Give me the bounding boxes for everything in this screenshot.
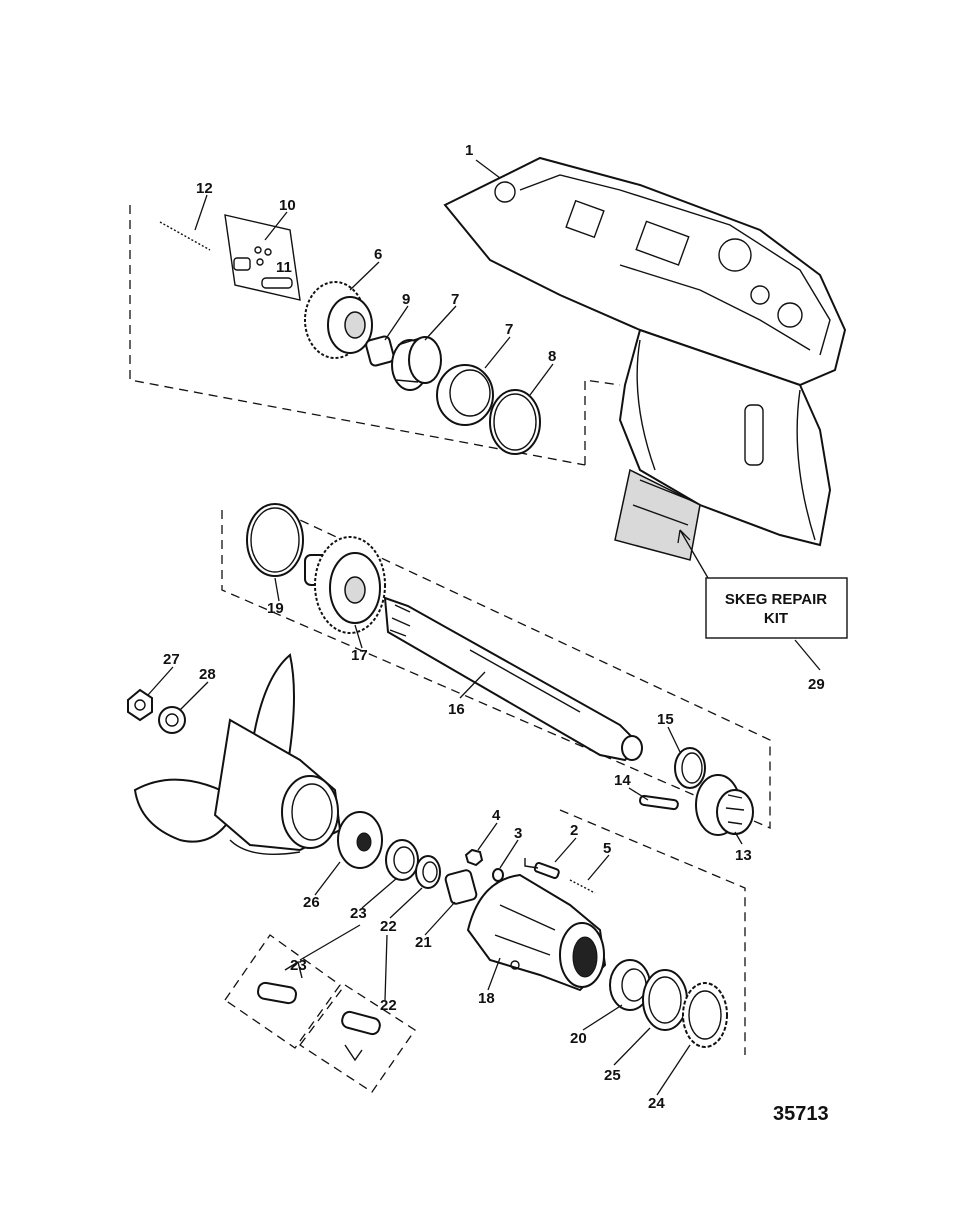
tapered-bearing xyxy=(391,336,442,391)
bearing-carrier xyxy=(466,873,607,992)
callout-2: 2 xyxy=(570,822,578,839)
retainer-nut xyxy=(682,982,728,1048)
skeg-repair-kit-box: SKEG REPAIR KIT xyxy=(705,577,848,639)
callout-6: 6 xyxy=(374,246,382,263)
driveshaft-group-outline xyxy=(221,510,771,829)
carrier-bearing xyxy=(609,959,651,1011)
callout-17: 17 xyxy=(351,647,368,664)
roller-bearing xyxy=(365,335,395,367)
inner-seal xyxy=(415,855,441,889)
thrust-washer xyxy=(337,811,383,869)
bearing-carrier-group-outline xyxy=(559,809,746,1055)
callout-16: 16 xyxy=(448,701,465,718)
oil-seal xyxy=(385,839,419,881)
callout-11: 11 xyxy=(276,259,292,276)
clutch xyxy=(695,774,754,836)
small-nut xyxy=(464,848,484,867)
callout-23b: 23 xyxy=(290,957,307,974)
propeller-nut xyxy=(127,688,153,722)
callout-7b: 7 xyxy=(505,321,513,338)
propeller xyxy=(133,653,342,855)
o-ring xyxy=(246,503,304,577)
pinion-gear xyxy=(304,281,373,359)
seal-kit-box-left xyxy=(224,934,341,1049)
thrust-ring xyxy=(674,747,706,789)
callout-15: 15 xyxy=(657,711,674,728)
callout-12: 12 xyxy=(196,180,213,197)
callout-1: 1 xyxy=(465,142,473,159)
callout-8: 8 xyxy=(548,348,556,365)
callout-5: 5 xyxy=(603,840,611,857)
callout-18: 18 xyxy=(478,990,495,1007)
stud xyxy=(524,858,560,879)
callout-3: 3 xyxy=(514,825,522,842)
figure-number: 35713 xyxy=(773,1103,829,1125)
callout-7a: 7 xyxy=(451,291,459,308)
callout-21: 21 xyxy=(415,934,432,951)
seal-kit-box-right xyxy=(299,984,416,1093)
callout-29: 29 xyxy=(808,676,825,693)
callout-27: 27 xyxy=(163,651,180,668)
small-washer xyxy=(492,868,504,882)
shim-kit-box xyxy=(224,214,301,301)
upper-assembly-group-outline xyxy=(129,205,621,466)
callout-19: 19 xyxy=(267,600,284,617)
spring xyxy=(159,221,211,251)
carrier-shim xyxy=(642,969,688,1031)
leader-lines xyxy=(147,159,821,1096)
callout-28: 28 xyxy=(199,666,216,683)
callout-23: 23 xyxy=(350,905,367,922)
propeller-shaft xyxy=(383,596,643,762)
callout-13: 13 xyxy=(735,847,752,864)
callout-22: 22 xyxy=(380,918,397,935)
skeg-kit-line1: SKEG REPAIR xyxy=(725,591,827,608)
cross-pin xyxy=(639,794,679,811)
forward-gear xyxy=(304,536,386,634)
callout-26: 26 xyxy=(303,894,320,911)
callout-24: 24 xyxy=(648,1095,665,1112)
skeg-kit-line2: KIT xyxy=(764,610,788,627)
callout-10: 10 xyxy=(279,197,296,214)
callout-labels: 1 2 3 4 5 6 7 7 8 9 10 11 12 13 14 15 16… xyxy=(163,142,825,1112)
callout-4: 4 xyxy=(492,807,501,824)
callout-20: 20 xyxy=(570,1030,587,1047)
screw xyxy=(569,879,596,894)
needle-bearing xyxy=(444,869,478,905)
callout-9: 9 xyxy=(402,291,410,308)
tab-washer xyxy=(158,706,186,734)
callout-14: 14 xyxy=(614,772,631,789)
gear-housing xyxy=(443,156,847,561)
callout-25: 25 xyxy=(604,1067,621,1084)
callout-22b: 22 xyxy=(380,997,397,1014)
bearing-race xyxy=(436,364,494,426)
shim-ring xyxy=(489,389,541,455)
